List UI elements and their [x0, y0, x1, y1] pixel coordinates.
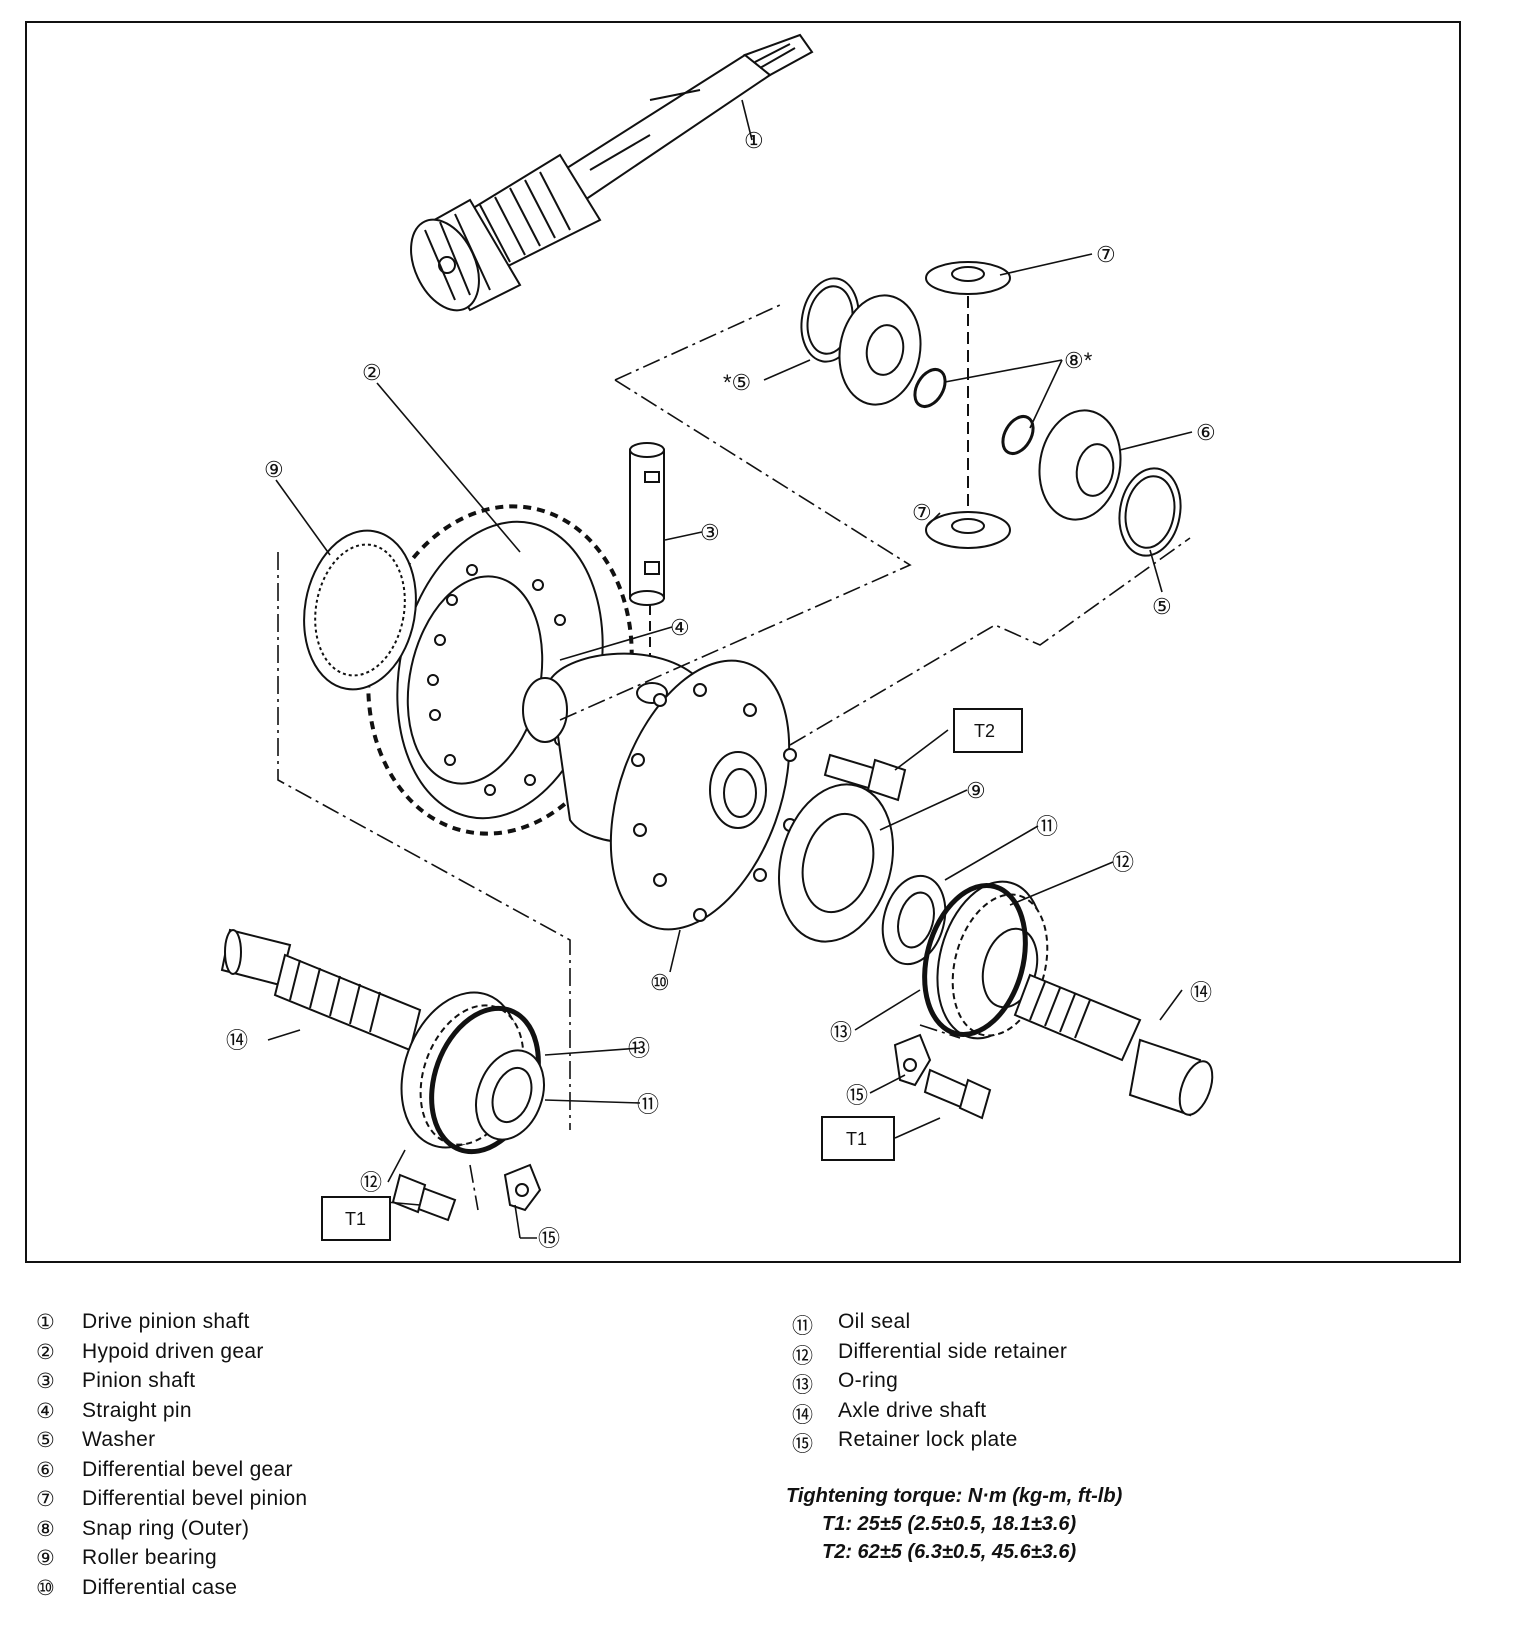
callout-2: ② [362, 360, 382, 385]
callout-7-bottom: ⑦ [912, 500, 932, 525]
legend-number: ⑨ [36, 1547, 56, 1570]
roller-bearing-right-drawing [777, 783, 895, 943]
legend-number: ⑦ [36, 1488, 56, 1511]
callout-10: ⑩ [650, 970, 670, 995]
callout-3: ③ [700, 520, 720, 545]
legend-label: Drive pinion shaft [82, 1310, 250, 1333]
legend-label: Washer [82, 1428, 156, 1451]
axle-drive-shaft-left-drawing [220, 928, 422, 1052]
callout-12-left: ⑫ [360, 1170, 382, 1195]
differential-case-drawing [522, 652, 797, 931]
oil-seal-left-drawing [475, 1049, 545, 1141]
legend-label: Differential case [82, 1576, 238, 1599]
callout-5-star: *⑤ [723, 370, 751, 395]
legend-number: ⑮ [792, 1433, 814, 1456]
lock-plate-left-drawing [391, 1163, 542, 1222]
torque-t1-spec: T1: 25±5 (2.5±0.5, 18.1±3.6) [822, 1513, 1077, 1535]
lock-plate-right-drawing [893, 1033, 992, 1120]
callout-leader-lines [267, 99, 1193, 1239]
torque-heading: Tightening torque: N·m (kg-m, ft-lb) [786, 1485, 1123, 1507]
callout-9-left: ⑨ [264, 457, 284, 482]
callout-8-star: ⑧* [1064, 348, 1093, 373]
torque-box-t1-left: T1 [321, 1196, 391, 1241]
legend-number: ② [36, 1341, 56, 1364]
legend-number: ③ [36, 1370, 56, 1393]
torque-box-t1-right-label: T1 [846, 1129, 867, 1149]
callout-11-right: ⑪ [1036, 814, 1058, 839]
legend-label: Roller bearing [82, 1546, 217, 1569]
legend-label: Oil seal [838, 1310, 911, 1333]
torque-box-t1-left-label: T1 [345, 1209, 366, 1229]
drive-pinion-shaft-drawing [410, 33, 814, 312]
callout-13-left: ⑬ [628, 1036, 650, 1061]
callout-5: ⑤ [1152, 594, 1172, 619]
legend-number: ⑬ [792, 1374, 814, 1397]
legend-number: ① [36, 1311, 56, 1334]
legend-label: Differential bevel gear [82, 1458, 293, 1481]
legend-label: Snap ring (Outer) [82, 1517, 250, 1540]
bevel-gear-cluster-drawing [800, 261, 1182, 557]
legend-number: ⑥ [36, 1459, 56, 1482]
parts-legend-right: ⑪ Oil seal ⑫ Differential side retainer ⑬ O… [792, 1310, 1432, 1460]
legend-label: Hypoid driven gear [82, 1340, 264, 1363]
legend-number: ⑪ [792, 1315, 814, 1338]
torque-box-t2: T2 [953, 708, 1023, 753]
legend-label: Differential side retainer [838, 1340, 1068, 1363]
callout-9-right: ⑨ [966, 778, 986, 803]
legend-number: ⑧ [36, 1518, 56, 1541]
callout-6: ⑥ [1196, 420, 1216, 445]
legend-label: O-ring [838, 1369, 899, 1392]
diagram-frame [25, 21, 1461, 1263]
callout-1: ① [744, 128, 764, 153]
assembly-guide-lines [277, 304, 1191, 1211]
callout-4: ④ [670, 615, 690, 640]
callout-12-right: ⑫ [1112, 850, 1134, 875]
legend-label: Retainer lock plate [838, 1428, 1018, 1451]
callout-7-top: ⑦ [1096, 242, 1116, 267]
legend-number: ⑤ [36, 1429, 56, 1452]
torque-box-t2-label: T2 [974, 721, 995, 741]
callout-14-left: ⑭ [226, 1028, 248, 1053]
legend-number: ⑩ [36, 1577, 56, 1600]
legend-number: ④ [36, 1400, 56, 1423]
pinion-shaft-drawing [629, 442, 665, 680]
roller-bearing-left-drawing [303, 529, 417, 691]
legend-number: ⑫ [792, 1345, 814, 1368]
callout-15-right: ⑮ [846, 1083, 868, 1108]
legend-label: Straight pin [82, 1399, 192, 1422]
torque-t2-spec: T2: 62±5 (6.3±0.5, 45.6±3.6) [822, 1541, 1077, 1563]
callout-labels: ① ② ③ ④ *⑤ ⑤ ⑥ ⑦ ⑦ ⑧* ⑨ ⑨ ⑩ ⑪ ⑪ ⑫ ⑫ ⑬ ⑬ … [226, 128, 1216, 1251]
callout-13-right: ⑬ [830, 1020, 852, 1045]
legend-number: ⑭ [792, 1404, 814, 1427]
tightening-torque-note: Tightening torque: N·m (kg-m, ft-lb) T1:… [786, 1485, 1446, 1575]
axle-drive-shaft-right-drawing [1013, 973, 1214, 1117]
legend-label: Pinion shaft [82, 1369, 196, 1392]
callout-11-left: ⑪ [637, 1092, 659, 1117]
torque-box-t1-right: T1 [821, 1116, 895, 1161]
callout-14-right: ⑭ [1190, 980, 1212, 1005]
legend-label: Axle drive shaft [838, 1399, 987, 1422]
legend-label: Differential bevel pinion [82, 1487, 308, 1510]
callout-15-left: ⑮ [538, 1226, 560, 1251]
